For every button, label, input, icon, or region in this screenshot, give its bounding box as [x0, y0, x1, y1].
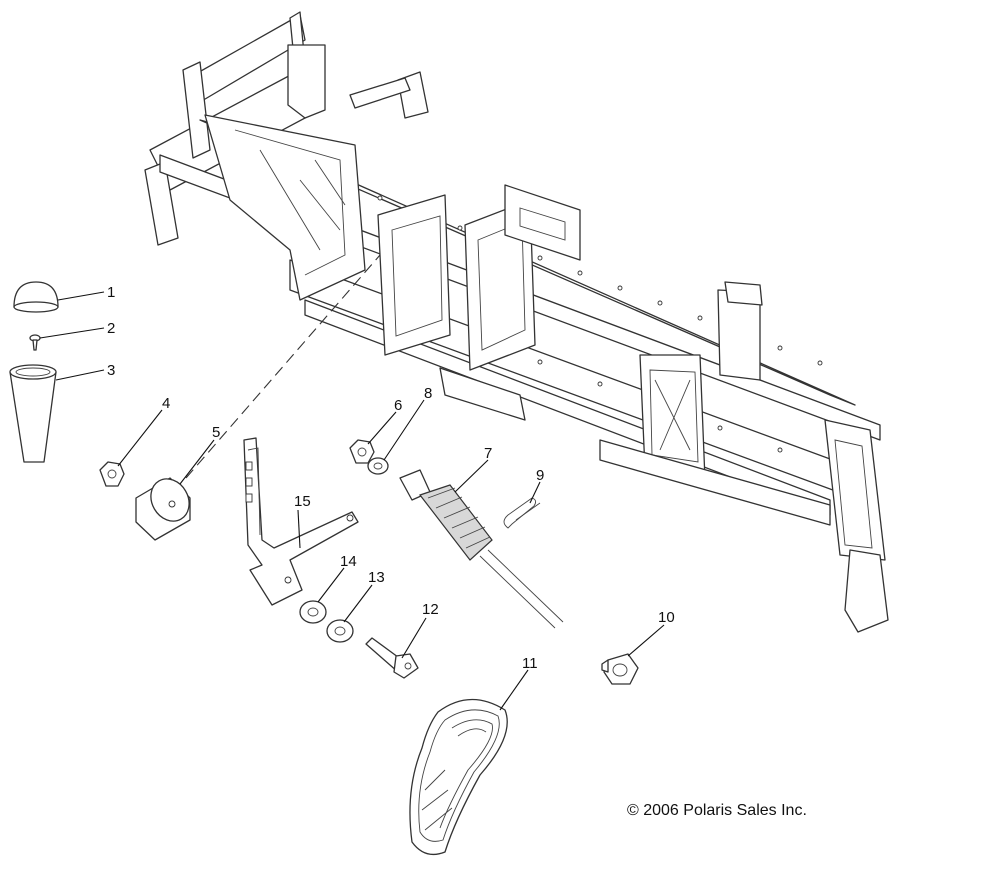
- callout-3: 3: [107, 362, 115, 379]
- shift-boot: [9, 364, 57, 463]
- hex-nut-4: [99, 461, 125, 487]
- copyright-notice: © 2006 Polaris Sales Inc.: [627, 802, 807, 819]
- cotter-pin: [503, 497, 541, 529]
- leader-8: [383, 399, 425, 461]
- leader-2: [39, 327, 105, 339]
- shifter-bracket: [243, 437, 359, 606]
- callout-10: 10: [658, 609, 675, 626]
- callout-7: 7: [484, 445, 492, 462]
- callout-numbers: 1 2 3 4 5 6 7 8 9 10 11 12 13 14 15: [107, 284, 675, 672]
- leader-12: [401, 617, 427, 659]
- callout-2: 2: [107, 320, 115, 337]
- leader-15: [297, 509, 301, 549]
- callout-4: 4: [162, 395, 170, 412]
- shift-cable: [399, 469, 564, 629]
- leader-3: [55, 369, 105, 381]
- leader-4: [117, 409, 163, 467]
- screw: [29, 334, 41, 351]
- washer-13: [326, 619, 354, 643]
- mounting-guide-line: [185, 254, 381, 479]
- washer-14: [299, 600, 327, 624]
- leader-1: [57, 291, 105, 301]
- callout-9: 9: [536, 467, 544, 484]
- shoulder-bolt: [365, 637, 419, 679]
- callout-13: 13: [368, 569, 385, 586]
- leader-5: [179, 439, 215, 485]
- leader-lines: [39, 291, 665, 711]
- callout-11: 11: [522, 655, 538, 672]
- callout-6: 6: [394, 397, 402, 414]
- knob-cap: [13, 281, 59, 313]
- callout-5: 5: [212, 424, 220, 441]
- leader-14: [317, 567, 345, 603]
- washer-8: [367, 457, 389, 475]
- cable-clamp: [601, 653, 639, 685]
- frame-assembly: [144, 11, 889, 633]
- callout-15: 15: [294, 493, 311, 510]
- callout-12: 12: [422, 601, 439, 618]
- leader-13: [343, 584, 373, 623]
- callout-8: 8: [424, 385, 432, 402]
- foot-pad: [409, 698, 508, 856]
- callout-1: 1: [107, 284, 115, 301]
- hex-nut-6: [349, 439, 375, 464]
- callout-14: 14: [340, 553, 357, 570]
- leader-11: [499, 669, 529, 711]
- leader-9: [529, 481, 541, 504]
- rubber-bushing: [135, 477, 191, 541]
- leader-6: [367, 411, 397, 445]
- leader-10: [627, 624, 665, 657]
- leader-7: [454, 459, 489, 493]
